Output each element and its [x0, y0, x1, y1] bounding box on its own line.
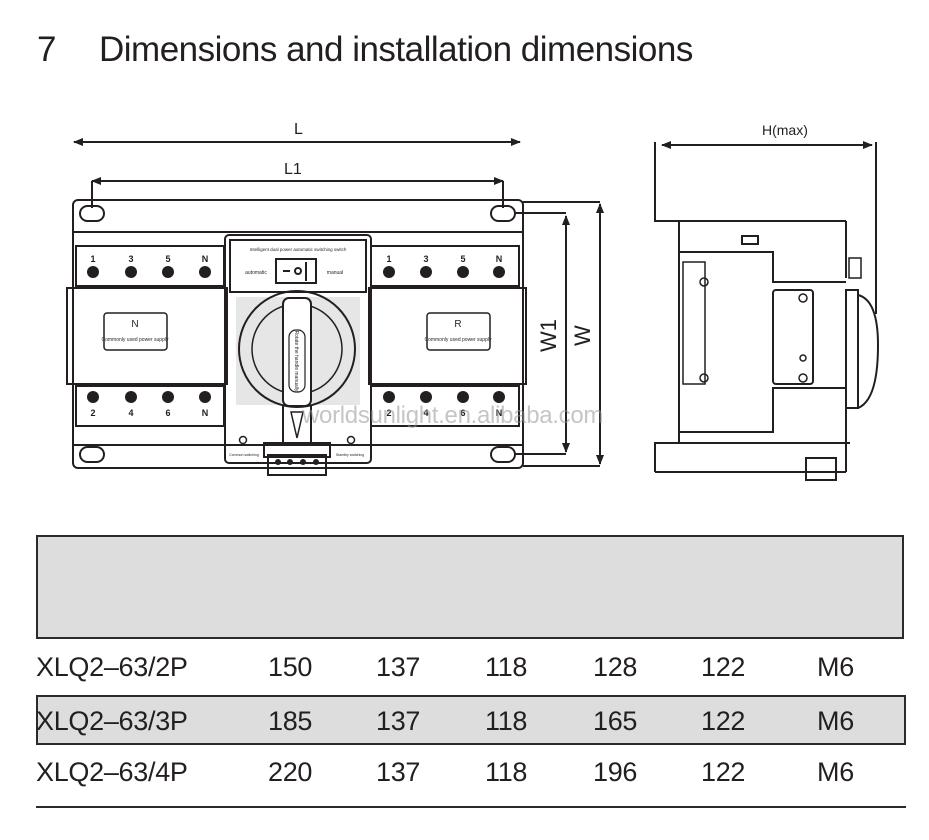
- value-cell: 165: [593, 706, 638, 736]
- value-cell: 137: [376, 757, 421, 787]
- table-header: [36, 535, 904, 639]
- dimension-label-L1: L1: [284, 161, 302, 178]
- value-cell: M6: [817, 757, 854, 787]
- value-cell: 122: [701, 652, 746, 682]
- value-cell: 220: [268, 757, 313, 787]
- terminal-label: 6: [460, 408, 465, 418]
- controller-panel: [224, 234, 372, 464]
- terminal-label: N: [496, 408, 503, 418]
- value-cell: 118: [485, 706, 528, 736]
- terminal-label: N: [202, 254, 209, 264]
- table-row: XLQ2–63/2P 150 137 118 128 122 M6: [36, 643, 906, 693]
- rotary-handle[interactable]: [282, 297, 312, 407]
- section-number: 7: [37, 30, 56, 69]
- value-cell: M6: [817, 706, 854, 736]
- switch-body: [72, 199, 524, 469]
- value-cell: 122: [701, 757, 746, 787]
- controller-title: Intelligent dual power automatic switchi…: [250, 247, 347, 252]
- mounting-hole: [79, 446, 105, 463]
- value-cell: M6: [817, 652, 854, 682]
- watermark: worldsunlight.en.alibaba.com: [302, 402, 604, 429]
- terminal-label: 5: [165, 254, 170, 264]
- indicator-label-left: Common switching: [229, 453, 259, 457]
- dimension-label-W: W: [570, 325, 595, 346]
- terminal-label: 6: [165, 408, 170, 418]
- value-cell: 137: [376, 652, 421, 682]
- table-row: XLQ2–63/4P 220 137 118 196 122 M6: [36, 748, 906, 798]
- terminal-label: 1: [90, 254, 95, 264]
- dimension-label-H: H(max): [762, 122, 808, 138]
- terminal-label: N: [202, 408, 209, 418]
- terminal-label: 4: [423, 408, 428, 418]
- terminal-label: 3: [128, 254, 133, 264]
- value-cell: 122: [701, 706, 746, 736]
- model-cell: XLQ2–63/4P: [36, 757, 188, 787]
- terminal-label: 2: [90, 408, 95, 418]
- value-cell: 137: [376, 706, 421, 736]
- module-label-letter: N: [131, 319, 138, 330]
- value-cell: 118: [485, 757, 528, 787]
- mode-manual-label: manual: [327, 270, 343, 276]
- table-row: XLQ2–63/3P 185 137 118 165 122 M6: [36, 695, 906, 745]
- value-cell: 185: [268, 706, 313, 736]
- table-bottom-rule: [36, 806, 906, 808]
- front-view: L L1: [66, 121, 604, 476]
- module-label-text: Commonly used power supply: [425, 337, 492, 343]
- dimension-label-W1: W1: [536, 319, 561, 352]
- model-cell: XLQ2–63/2P: [36, 652, 188, 682]
- mounting-hole: [79, 205, 105, 222]
- indicator-label-right: Standby switching: [336, 453, 364, 457]
- value-cell: 150: [268, 652, 313, 682]
- value-cell: 118: [485, 652, 528, 682]
- terminal-label: 3: [423, 254, 428, 264]
- side-view: H(max): [654, 122, 880, 481]
- section-title: Dimensions and installation dimensions: [99, 30, 693, 69]
- terminal-label: 5: [460, 254, 465, 264]
- mounting-hole: [490, 446, 516, 463]
- model-cell: XLQ2–63/3P: [36, 706, 188, 736]
- terminal-label: 2: [386, 408, 391, 418]
- terminal-label: 1: [386, 254, 391, 264]
- dimension-drawing: L L1: [66, 121, 880, 481]
- module-label-letter: R: [454, 319, 461, 330]
- module-label-text: Commonly used power supply: [102, 337, 169, 343]
- value-cell: 196: [593, 757, 638, 787]
- dimension-label-L: L: [294, 121, 303, 138]
- section-heading: 7 Dimensions and installation dimensions: [37, 30, 693, 70]
- value-cell: 128: [593, 652, 638, 682]
- handle-instruction: Rotate the handle manually: [293, 331, 299, 392]
- mounting-hole: [490, 205, 516, 222]
- terminal-label: 4: [128, 408, 133, 418]
- terminal-label: N: [496, 254, 503, 264]
- connector: [263, 442, 331, 458]
- terminals: [87, 266, 505, 403]
- mode-automatic-label: automatic: [245, 270, 267, 276]
